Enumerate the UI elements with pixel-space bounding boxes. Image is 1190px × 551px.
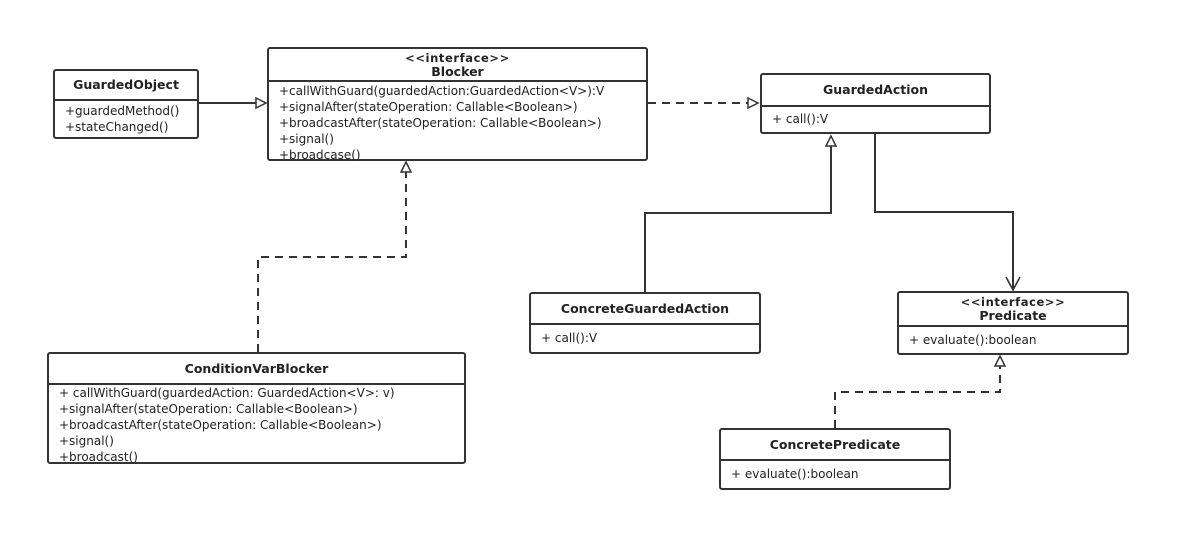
class-conditionvarblocker-members: + callWithGuard(guardedAction: GuardedAc… — [49, 385, 464, 465]
class-concretepredicate-name: ConcretePredicate — [769, 436, 901, 452]
member: +broadcast() — [59, 450, 138, 464]
class-guardedaction: GuardedAction + call():V — [760, 73, 991, 134]
class-guardedobject: GuardedObject +guardedMethod() +stateCha… — [53, 69, 199, 139]
class-guardedaction-header: GuardedAction — [762, 75, 989, 107]
stereotype-label: <<interface>> — [960, 295, 1066, 309]
member: +broadcastAfter(stateOperation: Callable… — [59, 418, 382, 432]
member: + call():V — [541, 331, 598, 345]
edge-concretepredicate-predicate — [834, 356, 1000, 428]
interface-blocker-name: Blocker — [431, 63, 484, 79]
member: +guardedMethod() — [65, 104, 180, 118]
interface-predicate: <<interface>> Predicate + evaluate():boo… — [897, 291, 1129, 355]
class-guardedobject-header: GuardedObject — [55, 71, 197, 101]
interface-predicate-members: + evaluate():boolean — [899, 327, 1127, 348]
class-concreteguardedaction-members: + call():V — [531, 325, 759, 346]
member: +signalAfter(stateOperation: Callable<Bo… — [279, 100, 578, 114]
member: + call():V — [772, 112, 829, 126]
member: +signalAfter(stateOperation: Callable<Bo… — [59, 402, 358, 416]
class-concreteguardedaction-header: ConcreteGuardedAction — [531, 294, 759, 325]
interface-blocker-members: +callWithGuard(guardedAction:GuardedActi… — [269, 82, 646, 163]
member: +broadcase() — [279, 148, 361, 162]
interface-blocker: <<interface>> Blocker +callWithGuard(gua… — [267, 47, 648, 163]
interface-blocker-header: <<interface>> Blocker — [269, 49, 646, 82]
member: +callWithGuard(guardedAction:GuardedActi… — [279, 84, 605, 98]
member: +stateChanged() — [65, 120, 169, 134]
class-guardedobject-name: GuardedObject — [73, 77, 179, 92]
class-conditionvarblocker-name: ConditionVarBlocker — [184, 360, 329, 376]
class-concretepredicate-members: + evaluate():boolean — [721, 461, 949, 482]
class-conditionvarblocker-header: ConditionVarBlocker — [49, 354, 464, 385]
class-concreteguardedaction-name: ConcreteGuardedAction — [560, 300, 730, 316]
class-concreteguardedaction: ConcreteGuardedAction + call():V — [529, 292, 761, 354]
edge-guardedaction-predicate — [874, 133, 1021, 292]
member: + evaluate():boolean — [731, 467, 859, 481]
member: + callWithGuard(guardedAction: GuardedAc… — [59, 386, 395, 400]
class-concretepredicate-header: ConcretePredicate — [721, 430, 949, 461]
class-guardedobject-members: +guardedMethod() +stateChanged() — [55, 101, 197, 135]
member: +broadcastAfter(stateOperation: Callable… — [279, 116, 602, 130]
interface-predicate-header: <<interface>> Predicate — [899, 293, 1127, 327]
class-guardedaction-members: + call():V — [762, 107, 989, 127]
edge-conditionvarblocker-blocker — [257, 162, 406, 352]
class-concretepredicate: ConcretePredicate + evaluate():boolean — [719, 428, 951, 490]
class-conditionvarblocker: ConditionVarBlocker + callWithGuard(guar… — [47, 352, 466, 464]
edge-concreteguardedaction-guardedaction — [644, 136, 831, 292]
interface-predicate-name: Predicate — [979, 308, 1047, 323]
class-guardedaction-name: GuardedAction — [823, 82, 928, 97]
member: +signal() — [59, 434, 114, 448]
stereotype-label: <<interface>> — [405, 50, 510, 65]
member: +signal() — [279, 132, 334, 146]
member: + evaluate():boolean — [909, 333, 1037, 347]
